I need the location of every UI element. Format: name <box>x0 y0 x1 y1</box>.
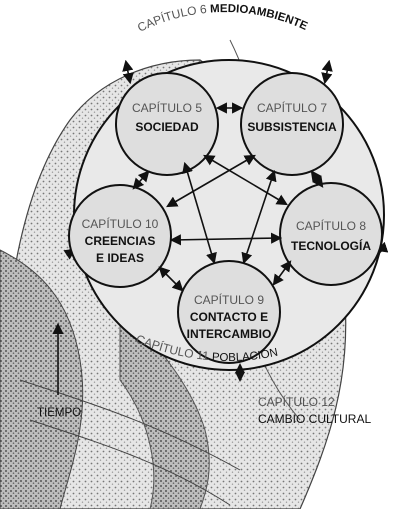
environment-label: CAPÍTULO 6 MEDIOAMBIENTE <box>135 2 309 35</box>
tecnologia-title: TECNOLOGÍA <box>291 238 371 253</box>
contacto-chapter: CAPÍTULO 9 <box>194 292 264 307</box>
subsistencia-title: SUBSISTENCIA <box>247 120 337 134</box>
creencias-title-line1: CREENCIAS <box>85 234 156 248</box>
creencias-title-line2: E IDEAS <box>96 251 144 265</box>
creencias-chapter: CAPÍTULO 10 <box>82 216 159 231</box>
subsistencia-chapter: CAPÍTULO 7 <box>257 100 327 115</box>
contacto-title-line1: CONTACTO E <box>190 310 268 324</box>
tecnologia-chapter: CAPÍTULO 8 <box>296 218 366 233</box>
sociedad-title: SOCIEDAD <box>135 120 199 134</box>
cultural-change-title: CAMBIO CULTURAL <box>258 412 371 426</box>
node-tecnologia <box>280 183 382 285</box>
sociedad-chapter: CAPÍTULO 5 <box>132 100 202 115</box>
contacto-title-line2: INTERCAMBIO <box>187 327 272 341</box>
time-label: TIEMPO <box>37 407 81 419</box>
cultural-change-chapter: CAPÍTULO 12 <box>258 394 335 409</box>
